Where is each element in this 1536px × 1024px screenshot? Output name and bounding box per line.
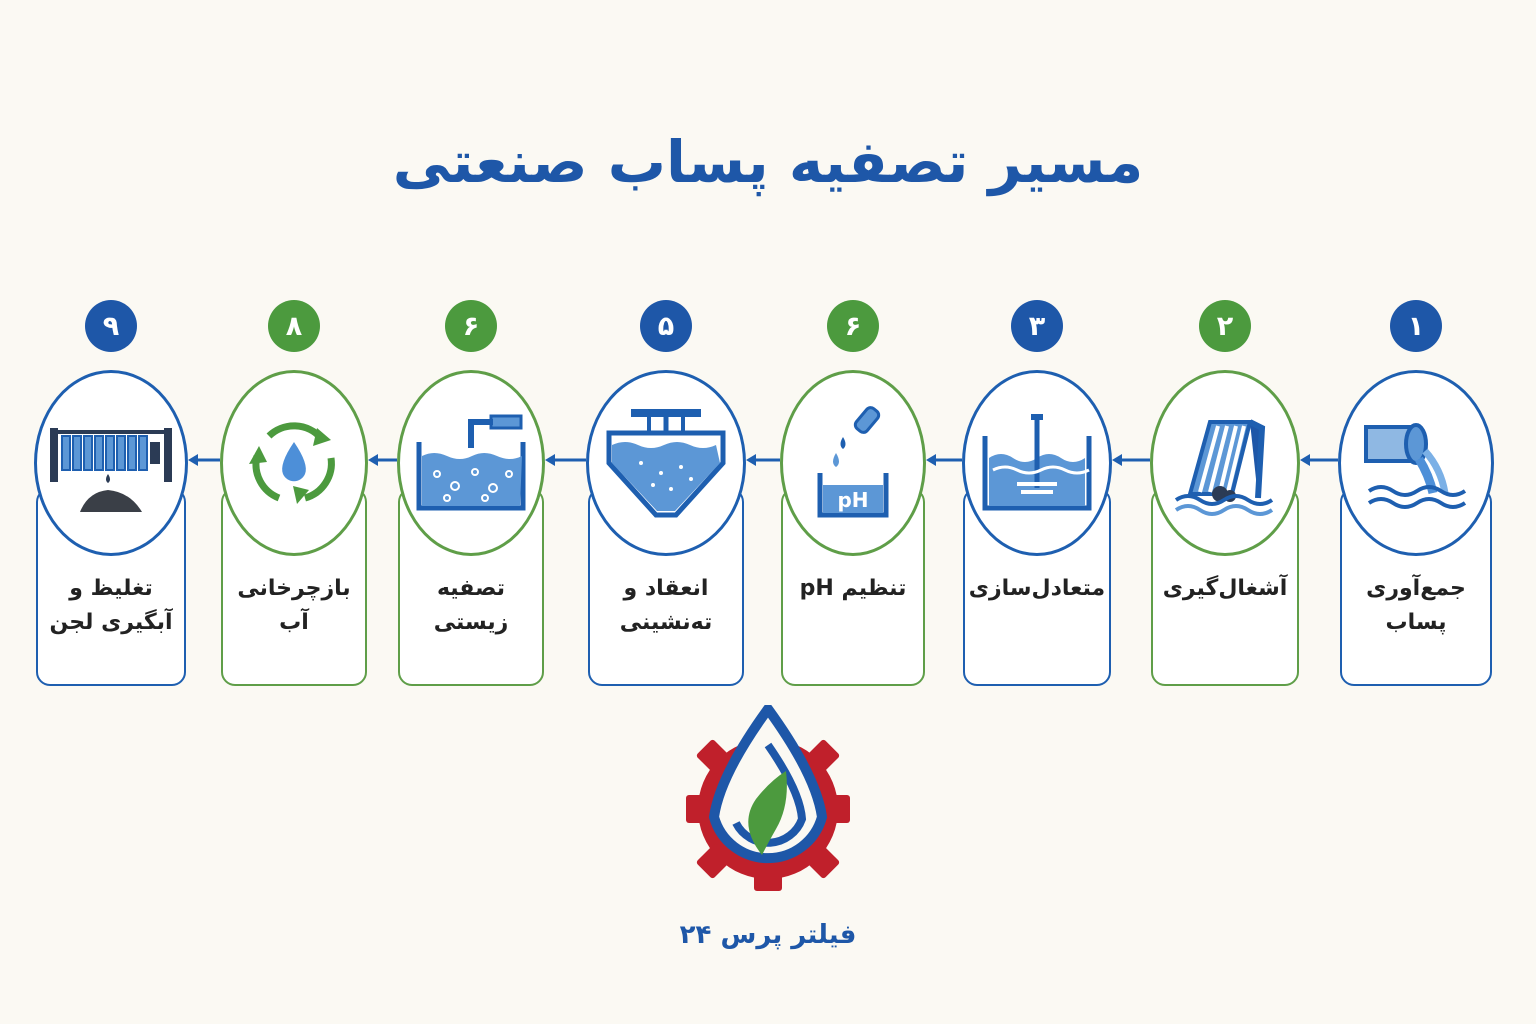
step-number-badge: ۵ <box>640 300 692 352</box>
step-label: انعقاد و ته‌نشینی <box>619 576 713 635</box>
step-number-badge: ۹ <box>85 300 137 352</box>
flow-arrow <box>926 454 962 466</box>
step-icon-circle <box>220 370 368 556</box>
bar-screen-icon <box>1174 419 1274 516</box>
mixer-tank-icon <box>982 414 1092 511</box>
step-icon-circle: pH <box>780 370 926 556</box>
step-number-badge: ۸ <box>268 300 320 352</box>
brand-name: فیلتر پرس ۲۴ <box>679 920 857 950</box>
flow-arrow <box>188 454 220 466</box>
step-icon-circle <box>1150 370 1300 556</box>
pipe-outflow-icon <box>1364 423 1467 509</box>
step-number-badge: ۶ <box>445 300 497 352</box>
step-icon-circle <box>397 370 545 556</box>
step-number-badge: ۲ <box>1199 300 1251 352</box>
brand-logo <box>686 705 850 891</box>
flow-arrow <box>1112 454 1150 466</box>
step-label: آشغال‌گیری <box>1162 576 1288 601</box>
step-number-badge: ۳ <box>1011 300 1063 352</box>
step-label: تغلیظ و آبگیری لجن <box>49 576 173 635</box>
step-icon-circle <box>586 370 746 556</box>
step-number-badge: ۶ <box>827 300 879 352</box>
svg-text:pH: pH <box>837 488 868 512</box>
filter-press-icon <box>50 428 172 512</box>
clarifier-icon <box>606 409 726 518</box>
page-title: مسیر تصفیه پساب صنعتی <box>392 128 1144 196</box>
step-icon-circle <box>34 370 188 556</box>
step-label: متعادل‌سازی <box>968 576 1106 601</box>
step-label: بازچرخانی آب <box>237 576 351 635</box>
step-label: تصفیه زیستی <box>433 576 509 635</box>
flow-arrow <box>368 454 397 466</box>
step-icon-circle <box>1338 370 1494 556</box>
step-label: جمع‌آوری پساب <box>1366 576 1466 635</box>
recycle-water-icon <box>249 422 335 504</box>
step-number-badge: ۱ <box>1390 300 1442 352</box>
aeration-tank-icon <box>416 414 526 511</box>
ph-beaker-icon: pH <box>817 406 889 518</box>
flow-arrow <box>1300 454 1338 466</box>
flow-arrow <box>746 454 780 466</box>
step-icon-circle <box>962 370 1112 556</box>
step-label: تنظیم pH <box>799 576 907 601</box>
flow-arrow <box>545 454 586 466</box>
